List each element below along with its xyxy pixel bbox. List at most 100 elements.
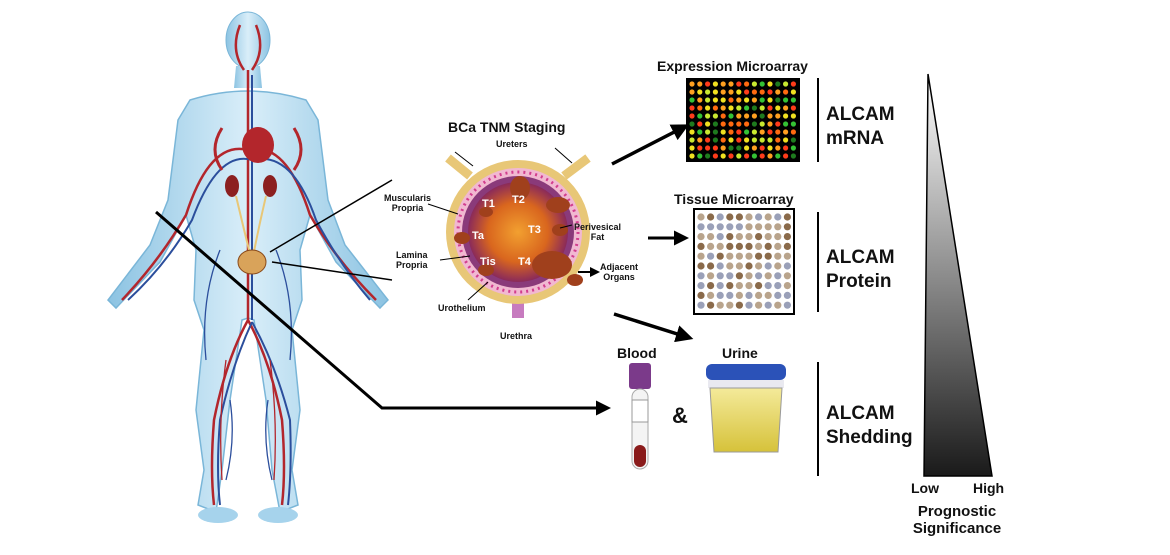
microarray-spot: [767, 89, 773, 95]
microarray-spot: [728, 105, 734, 111]
microarray-spot: [759, 121, 765, 127]
microarray-spot: [720, 81, 726, 87]
microarray-spot: [720, 121, 726, 127]
microarray-spot: [783, 129, 789, 135]
microarray-spot: [744, 105, 750, 111]
prognostic-triangle: [923, 73, 993, 477]
microarray-spot: [720, 153, 726, 159]
tissue-core: [783, 242, 792, 250]
microarray-spot: [728, 89, 734, 95]
connector-line: [271, 261, 393, 281]
microarray-spot: [790, 81, 797, 87]
microarray-spot: [751, 129, 758, 135]
tissue-core: [774, 252, 782, 260]
tissue-core: [726, 252, 734, 260]
tissue-core: [774, 213, 782, 221]
tissue-core: [716, 223, 724, 231]
microarray-spot: [697, 81, 703, 87]
microarray-spot: [767, 145, 773, 151]
microarray-spot: [775, 81, 781, 87]
tissue-core: [726, 233, 734, 241]
tissue-core: [745, 291, 753, 299]
tissue-core: [716, 282, 724, 290]
microarray-spot: [751, 97, 758, 103]
microarray-spot: [751, 89, 758, 95]
microarray-spot: [744, 129, 750, 135]
tissue-core: [745, 223, 753, 231]
microarray-spot: [790, 145, 797, 151]
microarray-spot: [728, 129, 734, 135]
low-label: Low: [911, 480, 939, 496]
microarray-spot: [790, 113, 797, 119]
tissue-core: [716, 301, 724, 309]
microarray-spot: [736, 81, 742, 87]
microarray-spot: [736, 153, 742, 159]
tissue-core: [707, 242, 715, 250]
tissue-core: [783, 233, 792, 241]
tissue-core: [726, 242, 734, 250]
tissue-core: [745, 233, 753, 241]
microarray-spot: [712, 121, 719, 127]
microarray-spot: [775, 113, 781, 119]
microarray-spot: [751, 81, 758, 87]
microarray-spot: [751, 137, 758, 143]
microarray-spot: [775, 145, 781, 151]
microarray-spot: [759, 113, 765, 119]
tissue-core: [764, 252, 772, 260]
tissue-core: [774, 282, 782, 290]
microarray-spot: [689, 153, 695, 159]
tissue-core: [764, 223, 772, 231]
tissue-core: [697, 272, 705, 280]
microarray-spot: [744, 113, 750, 119]
microarray-spot: [712, 129, 719, 135]
microarray-spot: [689, 97, 695, 103]
tissue-core: [707, 252, 715, 260]
microarray-spot: [790, 137, 797, 143]
tissue-core: [716, 233, 724, 241]
tissue-core: [755, 252, 763, 260]
tissue-title: Tissue Microarray: [674, 191, 794, 207]
tissue-core: [764, 262, 772, 270]
tissue-core: [783, 223, 792, 231]
microarray-spot: [712, 105, 719, 111]
microarray-spot: [767, 153, 773, 159]
microarray-spot: [790, 153, 797, 159]
staging-title: BCa TNM Staging: [448, 119, 566, 135]
microarray-spot: [689, 129, 695, 135]
blood-label: Blood: [617, 345, 657, 361]
tissue-core: [716, 213, 724, 221]
tissue-core: [735, 223, 744, 231]
tissue-core: [726, 291, 734, 299]
tissue-core: [755, 301, 763, 309]
microarray-spot: [705, 89, 711, 95]
tissue-core: [707, 291, 715, 299]
tissue-core: [697, 282, 705, 290]
microarray-spot: [697, 129, 703, 135]
microarray-spot: [689, 137, 695, 143]
tissue-core: [697, 291, 705, 299]
microarray-spot: [751, 145, 758, 151]
ureters-label: Ureters: [496, 139, 528, 149]
tissue-core: [735, 242, 744, 250]
tissue-core: [783, 262, 792, 270]
tissue-core: [774, 233, 782, 241]
microarray-spot: [712, 137, 719, 143]
stage-t4: T4: [518, 256, 531, 268]
microarray-spot: [705, 153, 711, 159]
microarray-spot: [767, 97, 773, 103]
tissue-core: [755, 233, 763, 241]
microarray-spot: [720, 129, 726, 135]
tissue-core: [726, 213, 734, 221]
microarray-spot: [720, 137, 726, 143]
microarray-spot: [720, 145, 726, 151]
arrow-to-fluids: [613, 312, 694, 343]
microarray-spot: [728, 81, 734, 87]
tissue-core: [697, 223, 705, 231]
microarray-spot: [705, 145, 711, 151]
tissue-core: [783, 272, 792, 280]
microarray-spot: [790, 129, 797, 135]
